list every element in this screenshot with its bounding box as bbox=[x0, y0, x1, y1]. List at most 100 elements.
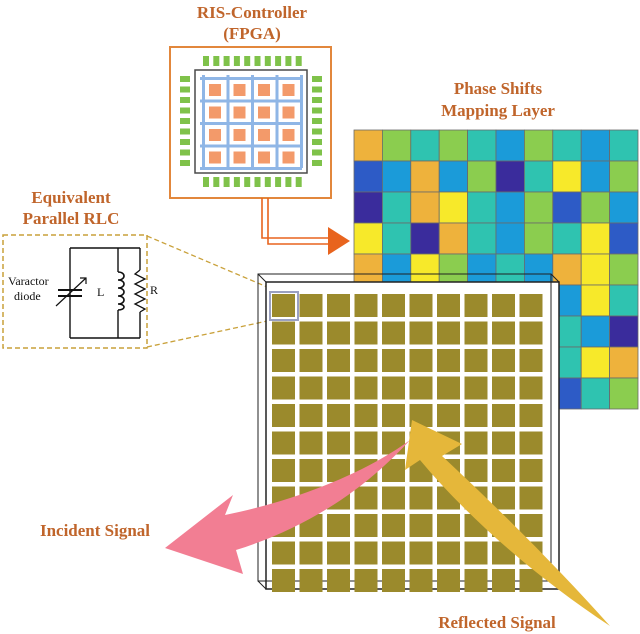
phase-cell bbox=[410, 160, 440, 193]
fpga-logic-block bbox=[233, 151, 246, 164]
fpga-pin bbox=[180, 97, 190, 103]
ris-unit-cell bbox=[409, 569, 433, 592]
fpga-pin bbox=[180, 139, 190, 145]
ris-unit-cell bbox=[299, 431, 323, 455]
phase-cell bbox=[524, 222, 554, 255]
fpga-pin bbox=[264, 56, 271, 66]
fpga-pin bbox=[312, 76, 322, 82]
phase-cell bbox=[524, 160, 554, 193]
phase-cell bbox=[381, 253, 412, 286]
ris-unit-cell bbox=[327, 459, 350, 482]
phase-cell bbox=[552, 222, 582, 255]
ris-unit-cell bbox=[382, 569, 405, 592]
fpga-pin bbox=[244, 177, 251, 187]
highlighted-unit-cell bbox=[269, 291, 299, 321]
reflected-signal-arrow bbox=[405, 420, 610, 626]
varactor-label-line1: Varactor bbox=[8, 274, 49, 288]
fpga-pin bbox=[223, 177, 230, 187]
ris-unit-cell bbox=[519, 321, 543, 345]
ris-unit-cell bbox=[382, 431, 405, 455]
fpga-pin bbox=[233, 56, 240, 66]
ris-unit-cell bbox=[354, 294, 378, 317]
reflected-signal-label: Reflected Signal bbox=[438, 613, 556, 632]
phase-cell bbox=[609, 284, 639, 317]
ris-unit-cell bbox=[492, 431, 515, 455]
phase-cell bbox=[410, 191, 440, 224]
fpga-routing-line bbox=[200, 144, 302, 148]
phase-cell bbox=[467, 191, 497, 224]
ris-unit-cell bbox=[272, 321, 295, 345]
ris-unit-cell bbox=[409, 376, 433, 400]
ris-unit-cell bbox=[437, 541, 460, 565]
fpga-pin bbox=[275, 177, 282, 187]
phase-cell bbox=[580, 129, 611, 162]
fpga-pin bbox=[312, 160, 322, 166]
fpga-logic-block bbox=[258, 129, 270, 141]
phase-layer-title-line1: Phase Shifts bbox=[454, 79, 543, 98]
ris-unit-cell bbox=[464, 294, 488, 317]
ris-unit-cell bbox=[354, 541, 378, 565]
fpga-pin bbox=[254, 177, 261, 187]
zoom-line-bottom bbox=[146, 319, 273, 348]
phase-cell bbox=[381, 222, 412, 255]
phase-cell bbox=[410, 253, 440, 286]
fpga-pin bbox=[244, 56, 251, 66]
fpga-pin bbox=[180, 149, 190, 156]
controller-title-line1: RIS-Controller bbox=[197, 3, 308, 22]
phase-cell bbox=[467, 129, 497, 162]
fpga-pin bbox=[312, 139, 322, 145]
fpga-routing-line bbox=[200, 167, 302, 170]
fpga-logic-block bbox=[233, 84, 246, 96]
fpga-logic-block bbox=[282, 151, 295, 164]
fpga-pin bbox=[203, 177, 209, 187]
phase-cell bbox=[552, 191, 582, 224]
phase-cell bbox=[438, 160, 469, 193]
ris-unit-cell bbox=[437, 514, 460, 537]
phase-cell bbox=[438, 191, 469, 224]
ris-unit-cell bbox=[327, 431, 350, 455]
ris-unit-cell bbox=[492, 349, 515, 372]
ris-unit-cell bbox=[327, 569, 350, 592]
incident-signal-arrow bbox=[165, 440, 410, 574]
ris-unit-cell bbox=[437, 404, 460, 427]
ris-unit-cell bbox=[299, 541, 323, 565]
phase-cell bbox=[410, 222, 440, 255]
ris-unit-cell bbox=[272, 569, 295, 592]
phase-cell bbox=[438, 253, 469, 286]
phase-cell bbox=[410, 129, 440, 162]
fpga-logic-block bbox=[282, 129, 295, 141]
phase-cell bbox=[580, 160, 611, 193]
phase-cell bbox=[381, 191, 412, 224]
ris-unit-cell bbox=[272, 349, 295, 372]
ris-unit-cell bbox=[272, 459, 295, 482]
fpga-pin bbox=[312, 86, 322, 93]
ris-unit-cell bbox=[464, 459, 488, 482]
ris-frame-corners bbox=[257, 273, 560, 590]
fpga-pin bbox=[312, 107, 322, 114]
fpga-logic-block bbox=[258, 84, 270, 96]
ris-unit-cell bbox=[382, 459, 405, 482]
zoom-line-top bbox=[146, 235, 273, 290]
ris-unit-cell bbox=[464, 349, 488, 372]
ris-unit-cell bbox=[382, 486, 405, 510]
phase-cell bbox=[580, 377, 611, 410]
ris-unit-cell bbox=[409, 294, 433, 317]
fpga-logic-block bbox=[258, 106, 270, 119]
rlc-box bbox=[2, 234, 148, 349]
phase-cell bbox=[524, 129, 554, 162]
ris-unit-cell bbox=[464, 321, 488, 345]
fpga-pin bbox=[233, 177, 240, 187]
fpga-pin bbox=[312, 128, 322, 135]
fpga-logic-block bbox=[233, 129, 246, 141]
fpga-logic-block bbox=[209, 129, 221, 141]
fpga-pin bbox=[180, 128, 190, 135]
ris-unit-cell bbox=[464, 431, 488, 455]
ris-unit-cell bbox=[437, 321, 460, 345]
fpga-pin bbox=[213, 56, 220, 66]
phase-cell bbox=[609, 253, 639, 286]
phase-cell bbox=[353, 191, 383, 224]
ris-unit-cell bbox=[354, 486, 378, 510]
phase-cell bbox=[609, 191, 639, 224]
